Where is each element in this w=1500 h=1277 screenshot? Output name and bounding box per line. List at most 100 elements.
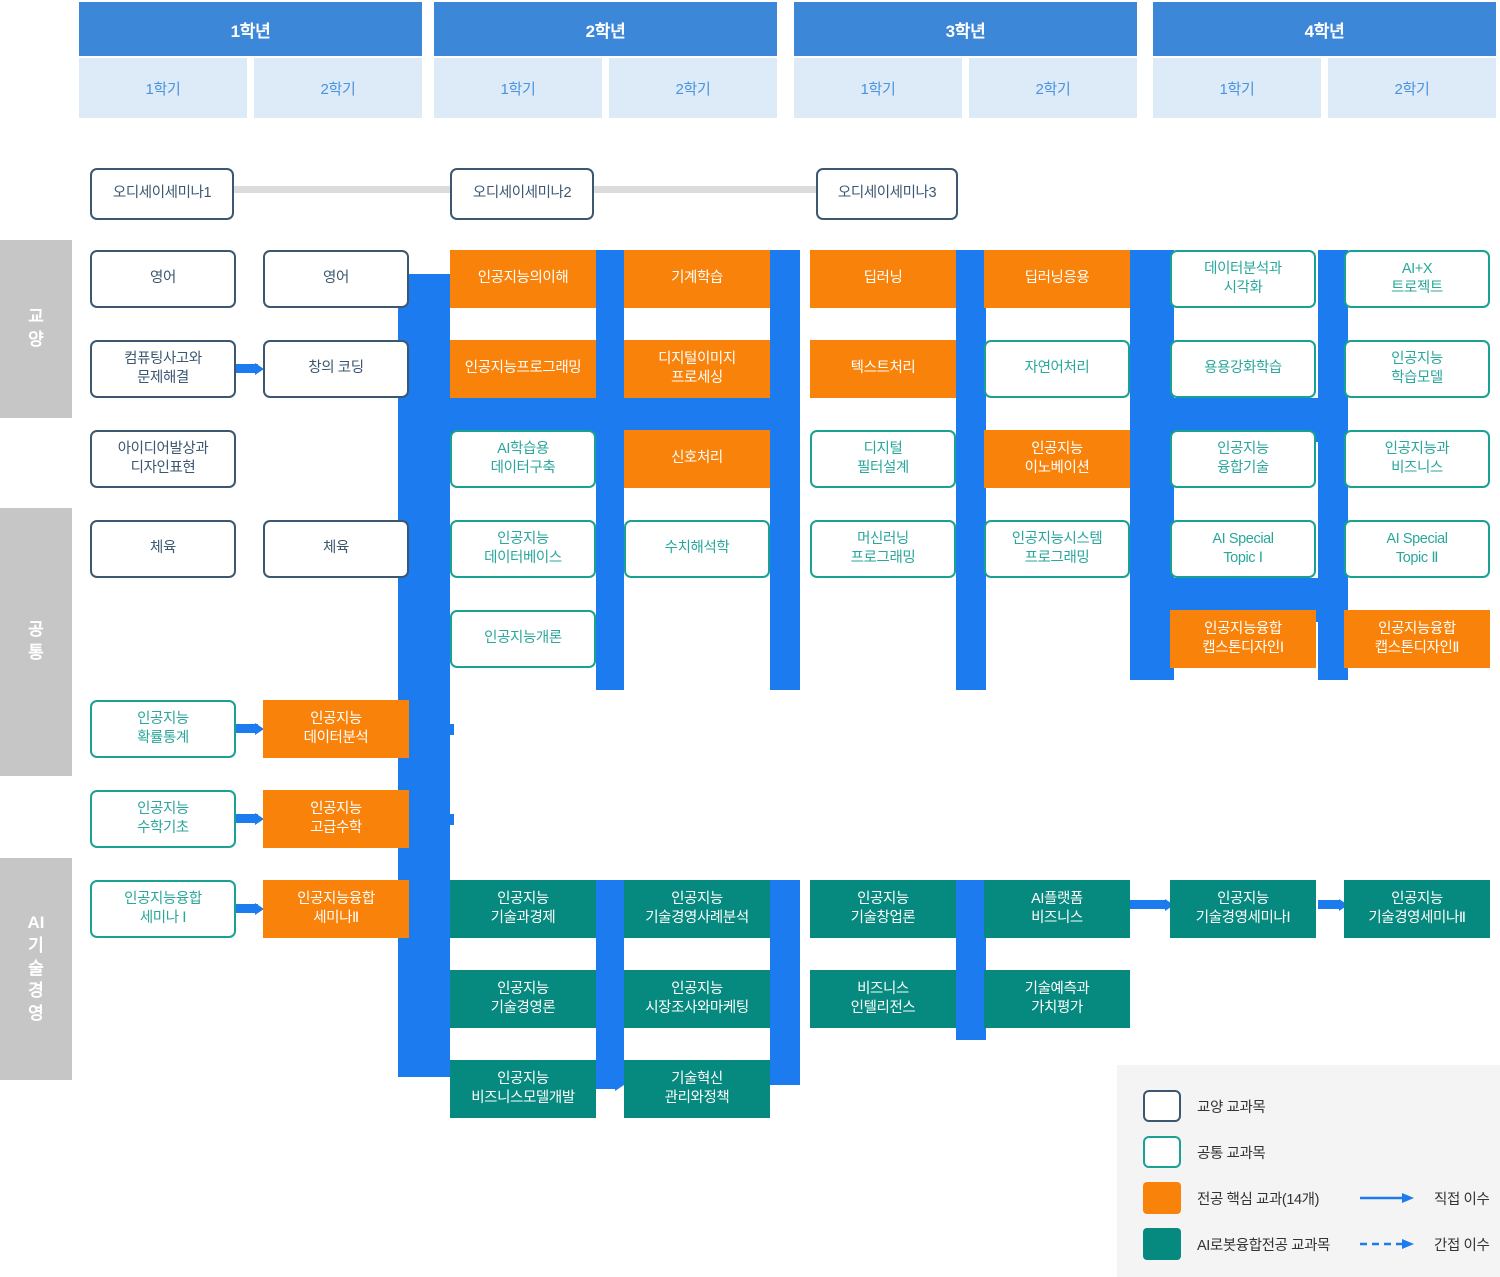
course-box[interactable]: 인공지능 기술경영세미나Ⅱ <box>1344 880 1490 938</box>
course-box[interactable]: 인공지능 융합기술 <box>1170 430 1316 488</box>
course-box[interactable]: 인공지능 기술경영세미나Ⅰ <box>1170 880 1316 938</box>
course-box[interactable]: 아이디어발상과 디자인표현 <box>90 430 236 488</box>
course-box[interactable]: 인공지능개론 <box>450 610 596 668</box>
riser-f <box>1130 250 1148 680</box>
course-box[interactable]: 비즈니스 인텔리전스 <box>810 970 956 1028</box>
course-box[interactable]: 인공지능 데이터분석 <box>263 700 409 758</box>
course-box[interactable]: 용용강화학습 <box>1170 340 1316 398</box>
arrow-line-computing <box>236 364 258 373</box>
category-char: 기 <box>28 935 44 955</box>
category-char: 통 <box>28 643 44 662</box>
course-box[interactable]: 인공지능융합 세미나Ⅱ <box>263 880 409 938</box>
course-box[interactable]: 인공지능의이해 <box>450 250 596 308</box>
course-box[interactable]: 기술혁신 관리와정책 <box>624 1060 770 1118</box>
course-box[interactable]: 기계학습 <box>624 250 770 308</box>
course-box[interactable]: 인공지능 확률통계 <box>90 700 236 758</box>
course-box[interactable]: 인공지능프로그래밍 <box>450 340 596 398</box>
category-char: 양 <box>28 330 44 349</box>
course-box[interactable]: 인공지능 학습모델 <box>1344 340 1490 398</box>
feeder-y1s2-4 <box>409 814 454 825</box>
course-box[interactable]: 창의 코딩 <box>263 340 409 398</box>
dashed-arrow-icon <box>1360 1239 1414 1249</box>
mgmt-link-arrow-2 <box>977 899 986 911</box>
course-box[interactable]: 텍스트처리 <box>810 340 956 398</box>
course-box[interactable]: 인공지능융합 캡스톤디자인Ⅰ <box>1170 610 1316 668</box>
course-box[interactable]: 인공지능 수학기초 <box>90 790 236 848</box>
course-box[interactable]: 인공지능시스템 프로그래밍 <box>984 520 1130 578</box>
mgmt-link-arrow-1 <box>791 899 800 911</box>
course-box[interactable]: 인공지능 이노베이션 <box>984 430 1130 488</box>
course-box[interactable]: 영어 <box>263 250 409 308</box>
arrow-line-prob <box>236 724 258 733</box>
course-box[interactable]: 체육 <box>90 520 236 578</box>
semester-header-y4-s1: 1학기 <box>1153 58 1321 118</box>
course-box[interactable]: 디지털이미지 프로세싱 <box>624 340 770 398</box>
seminar-box-2[interactable]: 오디세이세미나2 <box>450 168 594 220</box>
category-char: 경 <box>28 981 44 1001</box>
arrow-head-prob <box>255 723 264 735</box>
course-box[interactable]: 인공지능 기술경영사례분석 <box>624 880 770 938</box>
legend-swatch-mgmt <box>1143 1228 1181 1260</box>
course-box[interactable]: AI Special Topic Ⅱ <box>1344 520 1490 578</box>
hlink-arrow-7 <box>791 539 800 551</box>
semester-header-y1-s2: 2학기 <box>254 58 422 118</box>
semester-header-y2-s2: 2학기 <box>609 58 777 118</box>
course-box[interactable]: AI플랫폼 비즈니스 <box>984 880 1130 938</box>
course-box[interactable]: 데이터분석과 시각화 <box>1170 250 1316 308</box>
course-box[interactable]: 자연어처리 <box>984 340 1130 398</box>
course-box[interactable]: 인공지능과 비즈니스 <box>1344 430 1490 488</box>
year-header-4: 4학년 <box>1153 2 1496 56</box>
course-box[interactable]: AI학습용 데이터구축 <box>450 430 596 488</box>
mgmt-link-4 <box>1318 900 1340 909</box>
course-box[interactable]: 컴퓨팅사고와 문제해결 <box>90 340 236 398</box>
hlink-arrow-8 <box>977 539 986 551</box>
course-box[interactable]: 신호처리 <box>624 430 770 488</box>
seminar-box-1[interactable]: 오디세이세미나1 <box>90 168 234 220</box>
riser-c <box>596 440 614 690</box>
course-box[interactable]: 인공지능융합 캡스톤디자인Ⅱ <box>1344 610 1490 668</box>
mgmt-riser-right <box>956 900 974 1015</box>
hlink-arrow-0 <box>615 269 624 281</box>
mgmt-link-arrow-8 <box>615 1079 624 1091</box>
course-box[interactable]: 인공지능 기술과경제 <box>450 880 596 938</box>
legend-item-common: 공통 교과목 <box>1143 1133 1266 1171</box>
hlink-arrow-2 <box>977 269 986 281</box>
legend-label-core: 전공 핵심 교과(14개) <box>1197 1191 1320 1208</box>
year-header-2: 2학년 <box>434 2 777 56</box>
hlink-arrow-5 <box>977 359 986 371</box>
category-char: 영 <box>28 1004 44 1024</box>
trunk-y1-y2-foot <box>398 1060 458 1077</box>
course-box[interactable]: 머신러닝 프로그래밍 <box>810 520 956 578</box>
mgmt-link-arrow-6 <box>791 989 800 1001</box>
arrow-head-math <box>255 813 264 825</box>
course-box[interactable]: AI Special Topic Ⅰ <box>1170 520 1316 578</box>
course-box[interactable]: 영어 <box>90 250 236 308</box>
riser-a <box>596 250 614 440</box>
legend-item-mgmt: AI로봇융합전공 교과목 <box>1143 1225 1330 1263</box>
course-box[interactable]: 인공지능 기술경영론 <box>450 970 596 1028</box>
course-box[interactable]: 인공지능 비즈니스모델개발 <box>450 1060 596 1118</box>
course-box[interactable]: 수치해석학 <box>624 520 770 578</box>
course-box[interactable]: 인공지능융합 세미나 Ⅰ <box>90 880 236 938</box>
course-box[interactable]: 인공지능 시장조사와마케팅 <box>624 970 770 1028</box>
arrow-line-math <box>236 814 258 823</box>
solid-arrow-icon <box>1360 1193 1414 1203</box>
course-box[interactable]: 인공지능 데이터베이스 <box>450 520 596 578</box>
course-box[interactable]: AI+X 트로젝트 <box>1344 250 1490 308</box>
course-box[interactable]: 인공지능 고급수학 <box>263 790 409 848</box>
arrow-line-seminar <box>236 904 258 913</box>
course-box[interactable]: 체육 <box>263 520 409 578</box>
category-char: 공 <box>28 620 44 640</box>
course-box[interactable]: 디지털 필터설계 <box>810 430 956 488</box>
course-box[interactable]: 기술예측과 가치평가 <box>984 970 1130 1028</box>
course-box[interactable]: 딥러닝응용 <box>984 250 1130 308</box>
category-char: AI <box>27 912 45 932</box>
hlink-arrow-1 <box>791 269 800 281</box>
course-box[interactable]: 인공지능 기술창업론 <box>810 880 956 938</box>
course-box[interactable]: 딥러닝 <box>810 250 956 308</box>
seminar-box-3[interactable]: 오디세이세미나3 <box>816 168 958 220</box>
mgmt-link-arrow-4 <box>1339 899 1348 911</box>
